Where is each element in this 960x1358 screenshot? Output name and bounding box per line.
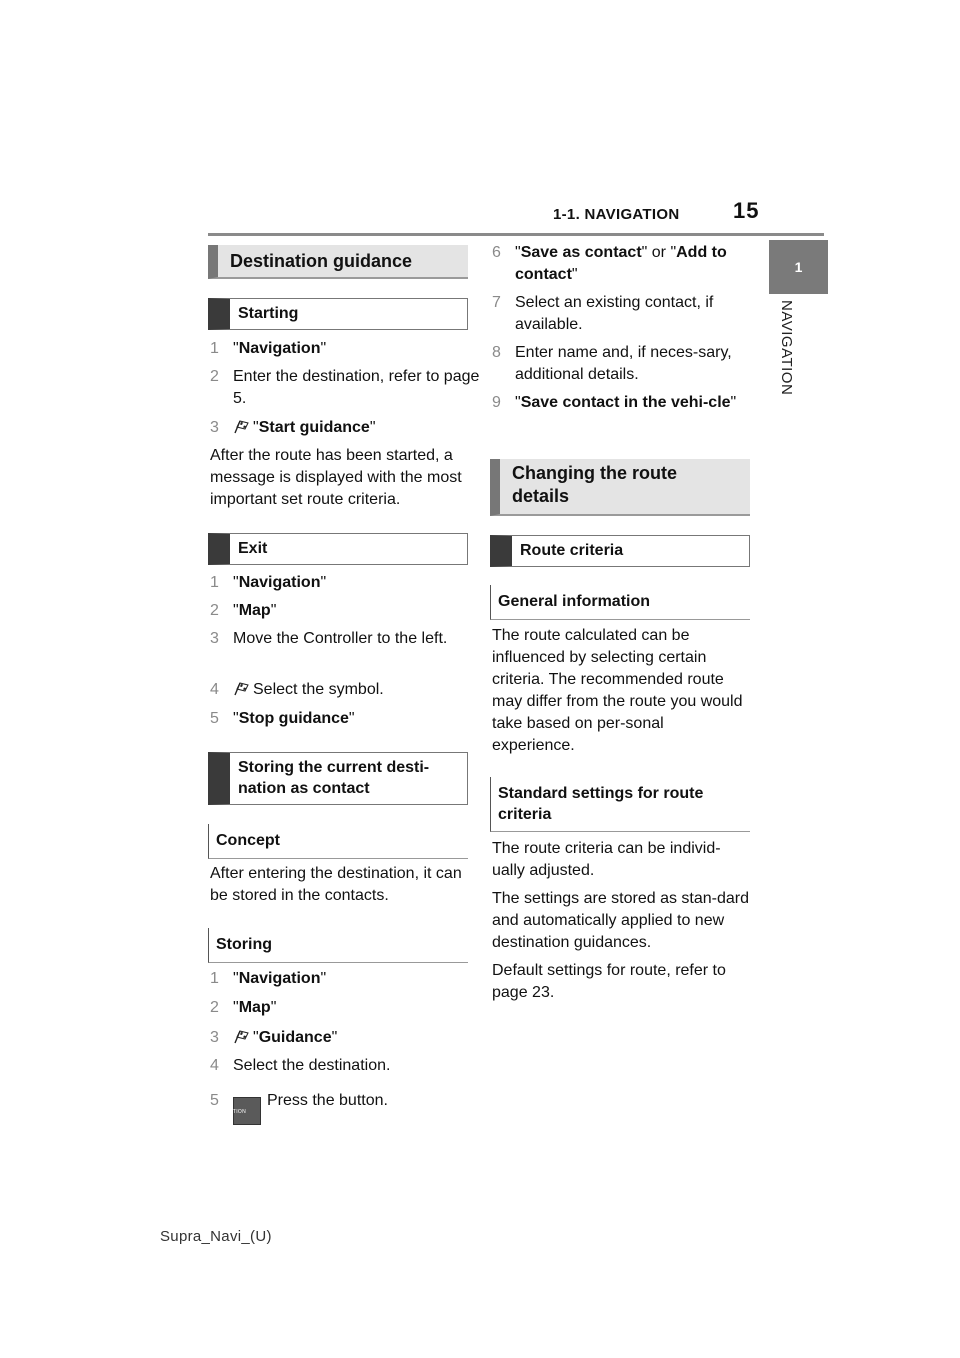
- heading-standard-settings: Standard settings for route criteria: [490, 777, 750, 832]
- step-number: 1: [210, 574, 219, 591]
- step-number: 2: [210, 602, 219, 619]
- step-number: 4: [210, 681, 219, 698]
- footer-doc-id: Supra_Navi_(U): [160, 1228, 272, 1245]
- quote: ": [730, 394, 737, 411]
- quote: ": [515, 394, 521, 411]
- heading-concept: Concept: [208, 824, 468, 859]
- step-number: 8: [492, 344, 501, 361]
- heading-exit: Exit: [208, 533, 468, 565]
- step-number: 7: [492, 294, 501, 311]
- step: 7 Select an existing contact, if availabl…: [492, 292, 773, 336]
- step-keyword: Save contact in the vehi-cle: [520, 394, 731, 411]
- step-number: 3: [210, 1029, 219, 1046]
- step-keyword: Navigation: [238, 574, 321, 591]
- step-number: 2: [210, 999, 219, 1016]
- step-text: Select the symbol.: [253, 681, 384, 698]
- step-number: 5: [210, 710, 219, 727]
- step-text: Select an existing contact, if available…: [515, 294, 714, 333]
- standard-text-1: The route criteria can be individ-ually …: [492, 840, 721, 879]
- heading-route-criteria: Route criteria: [490, 535, 750, 567]
- step: 2 Enter the destination, refer to page 5.: [210, 366, 491, 410]
- step-number: 3: [210, 419, 219, 436]
- step: 1"Navigation": [210, 338, 491, 360]
- heading-destination-guidance: Destination guidance: [208, 245, 468, 279]
- step: 3 Move the Controller to the left.: [210, 628, 491, 650]
- step-number: 4: [210, 1057, 219, 1074]
- quote: ": [515, 244, 521, 261]
- header-rule: [208, 233, 824, 236]
- step-number: 1: [210, 340, 219, 357]
- step: 1"Navigation": [210, 572, 491, 594]
- step-number: 3: [210, 630, 219, 647]
- step-keyword: Start guidance: [258, 419, 370, 436]
- step-keyword: Add to contact: [515, 244, 727, 283]
- step-number: 9: [492, 394, 501, 411]
- step-keyword: Map: [238, 999, 271, 1016]
- standard-text-3: Default settings for route, refer to pag…: [492, 962, 726, 1001]
- destination-flag-icon: [234, 682, 249, 696]
- step-text: Move the Controller to the left.: [233, 630, 448, 647]
- quote: " or ": [641, 244, 677, 261]
- step: 5"Stop guidance": [210, 708, 491, 730]
- step: 4 Select the symbol.: [210, 679, 491, 701]
- step: 9 "Save contact in the vehi-cle": [492, 392, 773, 414]
- step: 3"Guidance": [210, 1027, 491, 1049]
- chapter-side-label: NAVIGATION: [775, 300, 795, 460]
- step-keyword: Save as contact: [520, 244, 642, 261]
- running-header: 1-1. NAVIGATION: [553, 206, 680, 223]
- chapter-side-label-text: NAVIGATION: [778, 300, 795, 396]
- step: 1"Navigation": [210, 968, 491, 990]
- step-text: Select the destination.: [233, 1057, 391, 1074]
- step: 3"Start guidance": [210, 417, 491, 439]
- chapter-tab: 1: [769, 240, 828, 294]
- standard-text-2: The settings are stored as stan-dard and…: [492, 890, 750, 951]
- step: 2"Map": [210, 600, 491, 622]
- concept-text: After entering the destination, it can b…: [210, 865, 462, 904]
- step: 8 Enter name and, if neces-sary, addition…: [492, 342, 773, 386]
- step-number: 2: [210, 368, 219, 385]
- step: 4 Select the destination.: [210, 1055, 491, 1077]
- heading-general-information: General information: [490, 585, 750, 620]
- step: 6"Save as contact" or "Add to contact": [492, 242, 773, 286]
- step-text: Enter name and, if neces-sary, additiona…: [515, 344, 732, 383]
- step-number: 6: [492, 244, 501, 261]
- heading-storing: Storing: [208, 928, 468, 963]
- step-keyword: Stop guidance: [238, 710, 349, 727]
- quote: ": [571, 266, 578, 283]
- step-text: Press the button.: [267, 1092, 388, 1109]
- destination-flag-icon: [234, 1030, 249, 1044]
- heading-starting: Starting: [208, 298, 468, 330]
- step: 5 OPTION Press the button.: [210, 1090, 491, 1125]
- step-keyword: Guidance: [258, 1029, 332, 1046]
- step: 2"Map": [210, 997, 491, 1019]
- page-number: 15: [733, 198, 760, 223]
- step-number: 1: [210, 970, 219, 987]
- step-number: 5: [210, 1092, 219, 1109]
- general-text: The route calculated can be influenced b…: [492, 627, 743, 754]
- option-button-icon: OPTION: [225, 1097, 261, 1125]
- heading-changing-route-details: Changing the route details: [490, 459, 750, 516]
- destination-flag-icon: [234, 420, 249, 434]
- step-keyword: Navigation: [238, 970, 321, 987]
- step-keyword: Map: [238, 602, 271, 619]
- step-keyword: Navigation: [238, 340, 321, 357]
- heading-storing-current-destination: Storing the current desti-nation as cont…: [208, 752, 468, 805]
- start-note: After the route has been started, a mess…: [210, 447, 462, 508]
- step-text: Enter the destination, refer to page 5.: [233, 368, 480, 407]
